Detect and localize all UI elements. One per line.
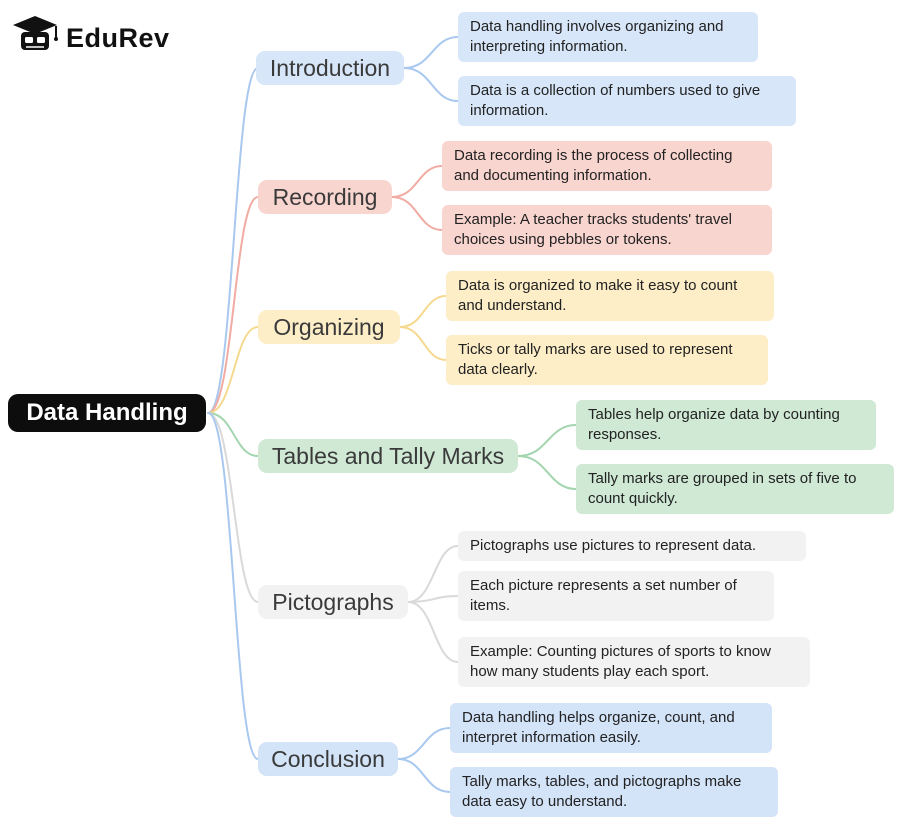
root-node-data-handling: Data Handling (8, 394, 206, 432)
edge-organizing-leaf-0 (399, 295, 447, 328)
edge-root-introduction (207, 67, 259, 414)
edge-tables-leaf-1 (517, 455, 577, 490)
edge-conclusion-leaf-1 (397, 758, 451, 793)
branch-node-recording: Recording (258, 180, 392, 214)
graduation-cap-icon (12, 14, 58, 63)
edge-root-pictographs (207, 412, 259, 603)
edge-root-recording (207, 196, 259, 414)
edge-pictographs-leaf-0 (407, 545, 459, 603)
branch-node-introduction: Introduction (256, 51, 404, 85)
edge-pictographs-leaf-1 (407, 595, 459, 603)
brand-text: EduRev (66, 23, 170, 53)
edge-recording-leaf-1 (391, 196, 443, 231)
edurev-logo[interactable]: EduRev (12, 14, 170, 63)
edge-root-tables (207, 412, 259, 457)
branch-node-tables-and-tally-marks: Tables and Tally Marks (258, 439, 518, 473)
leaf-node: Data is organized to make it easy to cou… (446, 271, 774, 321)
leaf-node: Pictographs use pictures to represent da… (458, 531, 806, 561)
leaf-node: Tables help organize data by counting re… (576, 400, 876, 450)
leaf-node: Data recording is the process of collect… (442, 141, 772, 191)
leaf-node: Data handling involves organizing and in… (458, 12, 758, 62)
edge-conclusion-leaf-0 (397, 727, 451, 760)
edge-root-organizing (207, 326, 259, 414)
branch-node-organizing: Organizing (258, 310, 400, 344)
leaf-node: Tally marks, tables, and pictographs mak… (450, 767, 778, 817)
leaf-node: Data handling helps organize, count, and… (450, 703, 772, 753)
edge-pictographs-leaf-2 (407, 601, 459, 663)
leaf-node: Ticks or tally marks are used to represe… (446, 335, 768, 385)
edge-introduction-leaf-1 (403, 67, 459, 102)
edge-root-conclusion (207, 412, 259, 760)
leaf-node: Tally marks are grouped in sets of five … (576, 464, 894, 514)
edge-organizing-leaf-1 (399, 326, 447, 361)
leaf-node: Each picture represents a set number of … (458, 571, 774, 621)
branch-node-conclusion: Conclusion (258, 742, 398, 776)
edge-tables-leaf-0 (517, 424, 577, 457)
edge-recording-leaf-0 (391, 165, 443, 198)
leaf-node: Example: Counting pictures of sports to … (458, 637, 810, 687)
leaf-node: Data is a collection of numbers used to … (458, 76, 796, 126)
leaf-node: Example: A teacher tracks students' trav… (442, 205, 772, 255)
edge-introduction-leaf-0 (403, 36, 459, 69)
branch-node-pictographs: Pictographs (258, 585, 408, 619)
